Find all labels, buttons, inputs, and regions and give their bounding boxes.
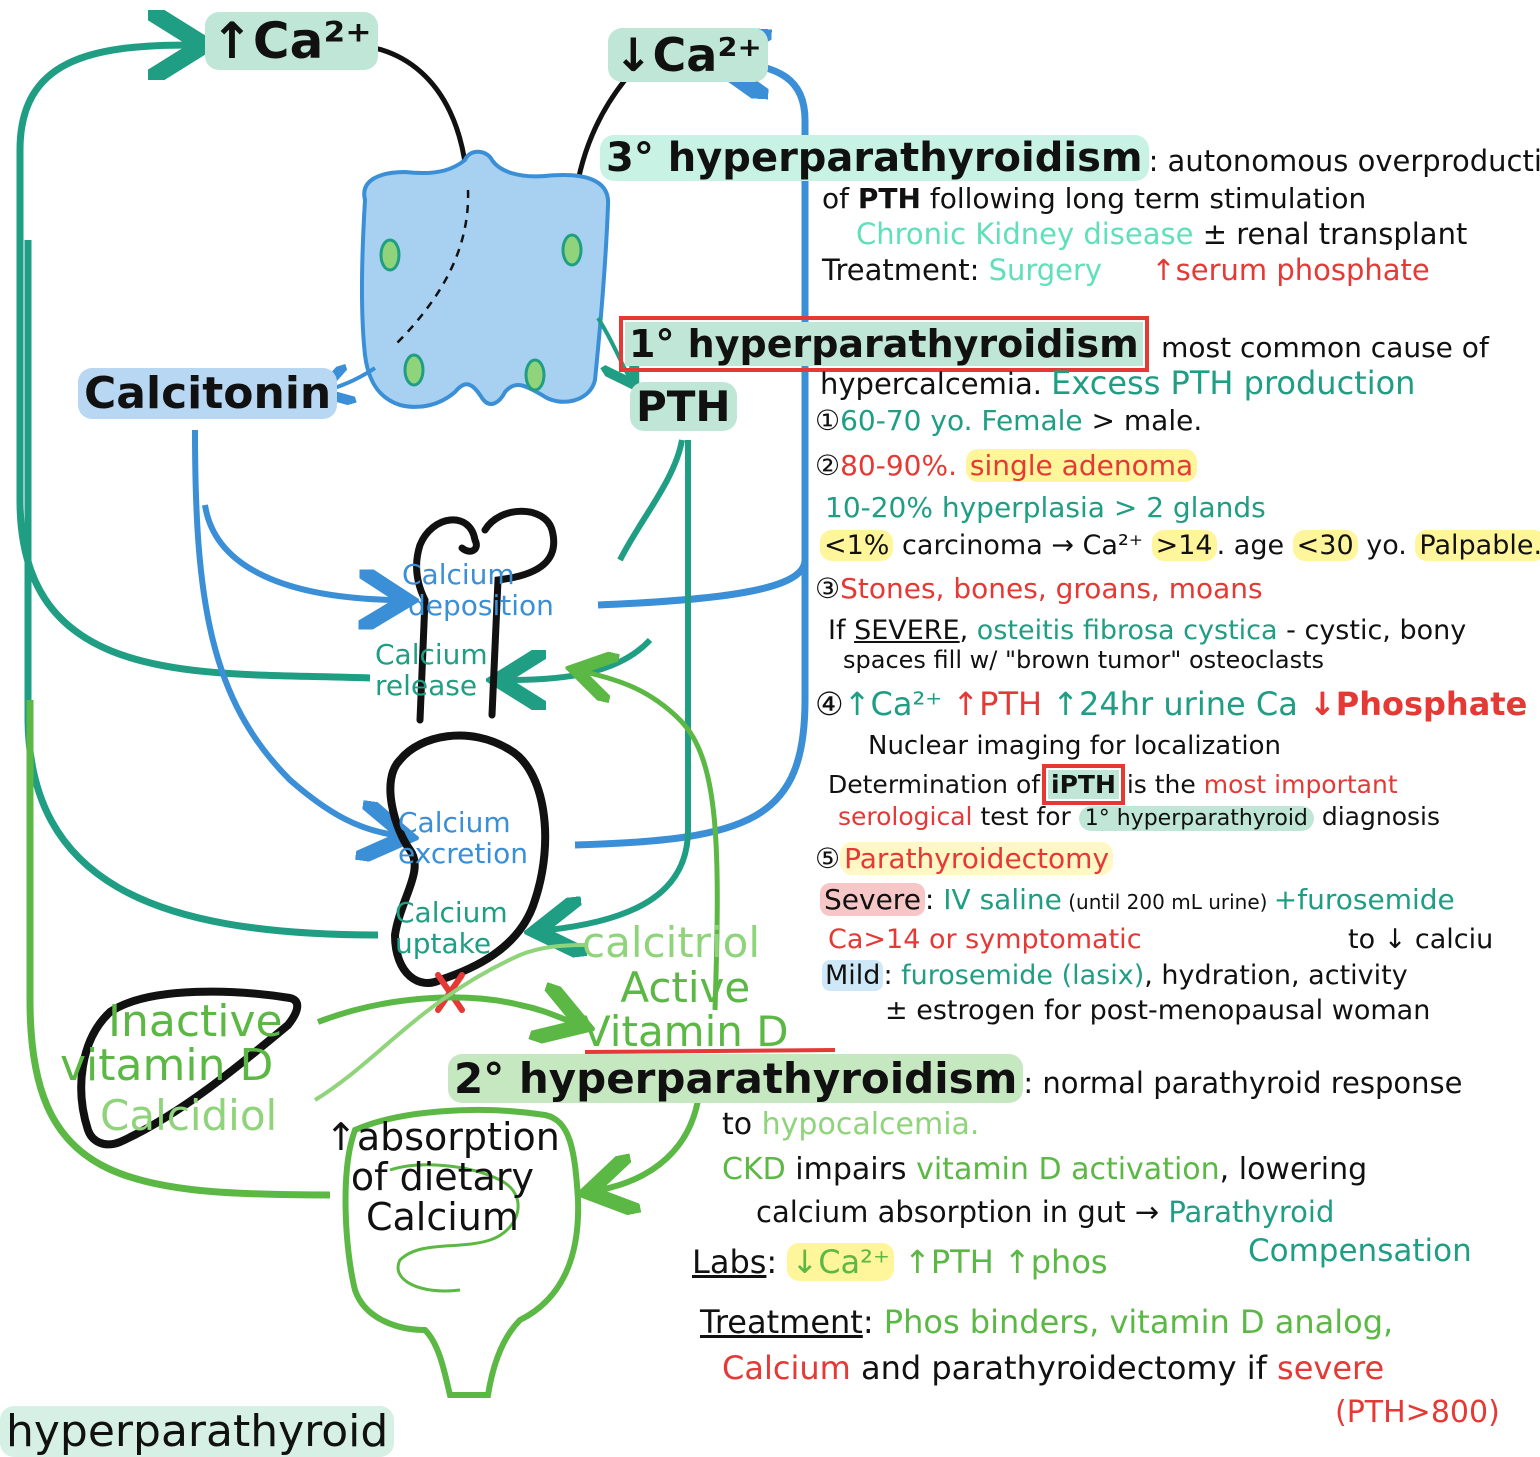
tertiary-title-row: 3° hyperparathyroidism: autonomous overp… xyxy=(600,138,1540,178)
primary-point-5-ca14: Ca>14 or symptomatic xyxy=(828,926,1142,953)
primary-point-4-imaging: Nuclear imaging for localization xyxy=(868,733,1281,759)
primary-point-1: ①60-70 yo. Female > male. xyxy=(815,407,1202,435)
secondary-ckd-absorption: calcium absorption in gut → Parathyroid xyxy=(756,1198,1334,1227)
arrow-to-release xyxy=(510,640,650,680)
primary-title: 1° hyperparathyroidism xyxy=(625,322,1143,366)
calcium-uptake-label: Calcium uptake xyxy=(395,898,508,960)
pth-label: PTH xyxy=(630,386,737,428)
primary-point-2-hyperplasia: 10-20% hyperplasia > 2 glands xyxy=(825,494,1266,522)
secondary-title-row: 2° hyperparathyroidism: normal parathyro… xyxy=(448,1058,1462,1100)
primary-point-4-serological: serological test for 1° hyperparathyroid… xyxy=(838,804,1440,830)
inactive-vitamin-d-label: Inactive vitamin D xyxy=(60,1000,283,1088)
calcidiol-label: Calcidiol xyxy=(100,1095,277,1137)
calcitonin-label: Calcitonin xyxy=(78,372,337,416)
primary-point-3: ③Stones, bones, groans, moans xyxy=(815,575,1263,603)
primary-title-row: 1° hyperparathyroidism: most common caus… xyxy=(625,325,1489,363)
primary-point-5-estrogen: ± estrogen for post-menopausal woman xyxy=(885,997,1430,1024)
arrow-deposition-to-low-ca xyxy=(598,560,805,605)
thyroid-gland-icon xyxy=(362,152,608,407)
secondary-ckd: CKD impairs vitamin D activation, loweri… xyxy=(722,1155,1367,1185)
secondary-def-line2: to hypocalcemia. xyxy=(722,1110,979,1140)
arrow-release-to-high-ca xyxy=(20,45,370,678)
tertiary-cause: Chronic Kidney disease ± renal transplan… xyxy=(856,220,1467,249)
primary-point-5-lower-calcium: to ↓ calciu xyxy=(1348,926,1493,953)
primary-point-2: ②80-90%. single adenoma xyxy=(815,452,1197,480)
secondary-treatment-pth: (PTH>800) xyxy=(1335,1398,1500,1428)
primary-point-5-severe: Severe: IV saline (until 200 mL urine) +… xyxy=(820,886,1455,914)
tertiary-treatment: Treatment: Surgery ↑serum phosphate xyxy=(822,256,1430,285)
absorption-label: ↑absorption of dietary Calcium xyxy=(325,1118,560,1238)
calcium-excretion-label: Calcium excretion xyxy=(398,808,528,870)
arrow-pth-to-uptake xyxy=(548,440,688,930)
arrow-calcitonin-to-deposition xyxy=(205,505,395,600)
primary-point-3-severe: If SEVERE, osteitis fibrosa cystica - cy… xyxy=(828,617,1466,644)
secondary-treatment: Treatment: Phos binders, vitamin D analo… xyxy=(700,1306,1393,1338)
arrow-pth-to-release xyxy=(620,440,682,560)
active-vitamin-d-label: Active Vitamin D xyxy=(582,966,789,1054)
tertiary-title: 3° hyperparathyroidism xyxy=(600,135,1149,181)
primary-def-line2: hypercalcemia. Excess PTH production xyxy=(820,367,1415,399)
arrow-calcitonin-to-excretion xyxy=(195,430,395,835)
calcium-deposition-label: Calcium deposition xyxy=(402,560,554,622)
secondary-compensation: Compensation xyxy=(1248,1236,1472,1267)
calcitriol-label: calcitriol xyxy=(582,922,760,964)
primary-point-4: ④↑Ca²⁺ ↑PTH ↑24hr urine Ca ↓Phosphate ↑V… xyxy=(815,688,1540,720)
bottom-cut-title: hyperparathyroid xyxy=(0,1410,394,1454)
low-calcium-label: ↓Ca²⁺ xyxy=(608,32,768,78)
secondary-title: 2° hyperparathyroidism xyxy=(448,1054,1023,1103)
primary-point-3-spaces: spaces fill w/ "brown tumor" osteoclasts xyxy=(843,648,1324,672)
primary-point-5-mild: Mild: furosemide (lasix), hydration, act… xyxy=(822,962,1408,989)
secondary-treatment-line2: Calcium and parathyroidectomy if severe xyxy=(722,1352,1384,1384)
primary-point-2-carcinoma: <1% carcinoma → Ca²⁺ >14. age <30 yo. Pa… xyxy=(820,532,1540,559)
calcium-release-label: Calcium release xyxy=(375,640,488,702)
primary-point-4-determination: Determination of iPTH is the most import… xyxy=(828,772,1398,797)
high-calcium-label: ↑Ca²⁺ xyxy=(205,16,378,66)
secondary-labs: Labs: ↓Ca²⁺ ↑PTH ↑phos xyxy=(692,1246,1108,1278)
tertiary-def-line2: of PTH following long term stimulation xyxy=(822,185,1366,213)
